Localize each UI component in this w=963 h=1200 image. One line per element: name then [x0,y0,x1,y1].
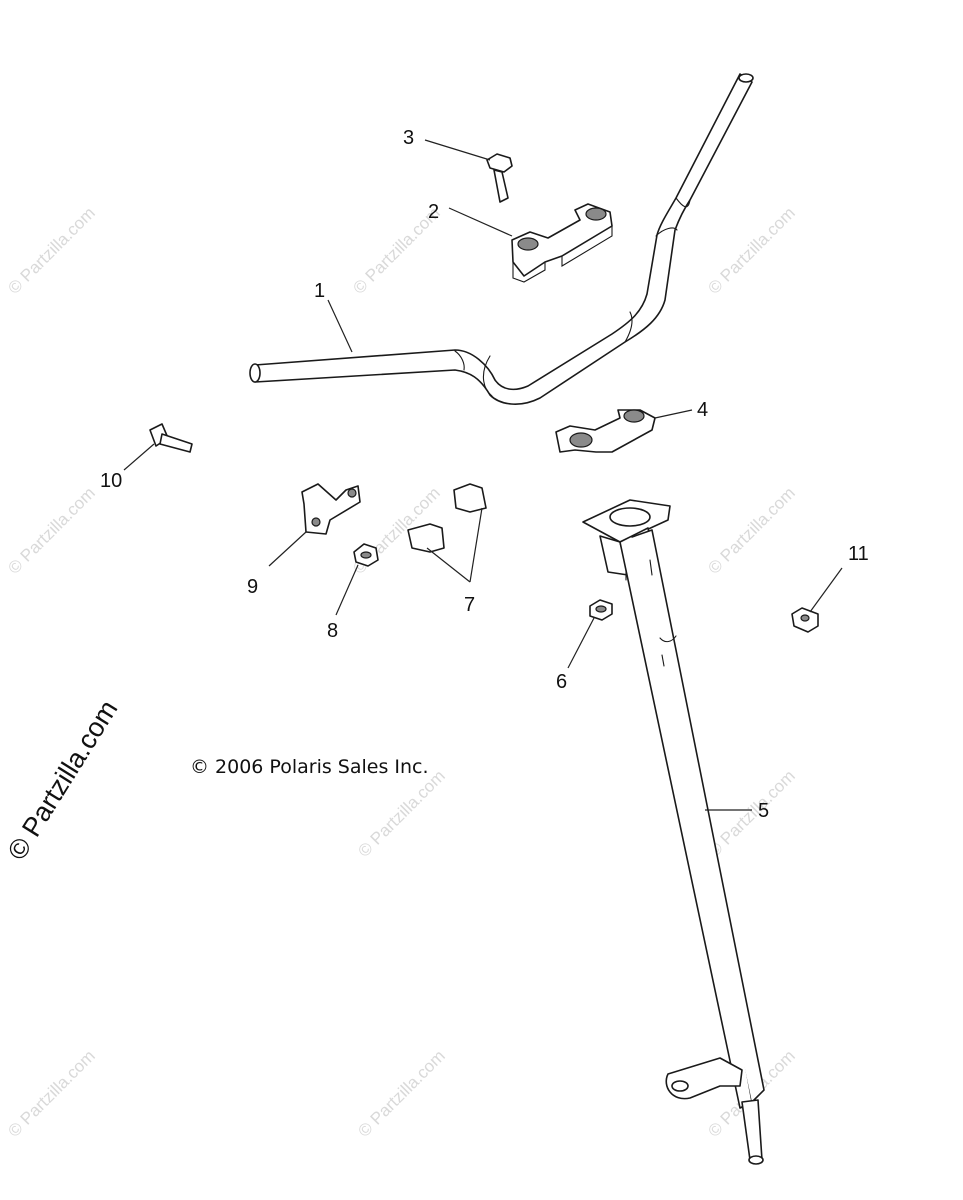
callout-6: 6 [556,671,567,693]
steering-post-part[interactable] [582,499,765,1165]
bolt-part[interactable] [149,423,193,453]
leader-line-4 [654,409,693,419]
leader-line-7a [426,547,471,583]
nut-part[interactable] [353,543,379,567]
callout-8: 8 [327,620,338,642]
copyright-text: © 2006 Polaris Sales Inc. [190,756,429,778]
callout-10: 10 [100,470,122,492]
bracket-part[interactable] [301,483,361,535]
bolt-part[interactable] [486,153,513,203]
leader-line-7b [469,507,483,583]
callout-3: 3 [403,127,414,149]
upper-clamp-part[interactable] [511,203,613,283]
callout-7: 7 [464,594,475,616]
watermark: © Partzilla.com [354,766,448,860]
watermark: © Partzilla.com [354,1046,448,1140]
leader-lines [123,139,843,811]
leader-line-2 [448,207,513,237]
nut-part[interactable] [589,599,613,621]
fitting-part[interactable] [791,607,819,633]
watermark: © Partzilla.com [4,1046,98,1140]
watermark: © Partzilla.com [4,483,98,577]
watermark: © Partzilla.com [704,203,798,297]
leader-line-9 [268,531,307,567]
callout-1: 1 [314,280,325,302]
leader-line-10 [123,443,155,471]
leader-line-1 [327,299,353,353]
watermark: © Partzilla.com [704,483,798,577]
callout-9: 9 [247,576,258,598]
clip-part[interactable] [407,483,487,553]
callout-4: 4 [697,399,708,421]
leader-line-8 [335,564,359,616]
leader-line-3 [424,139,491,161]
lower-clamp-part[interactable] [555,409,656,453]
leader-line-11 [809,567,843,613]
watermark: © Partzilla.com [704,766,798,860]
watermark: © Partzilla.com [4,203,98,297]
callout-labels: 1 2 3 4 5 6 7 8 9 10 11 [100,127,869,822]
callout-2: 2 [428,201,439,223]
side-watermark: © Partzilla.com [2,695,124,865]
leader-line-6 [567,617,595,669]
callout-5: 5 [758,800,769,822]
handlebar-part[interactable] [249,73,754,405]
callout-11: 11 [848,543,869,565]
